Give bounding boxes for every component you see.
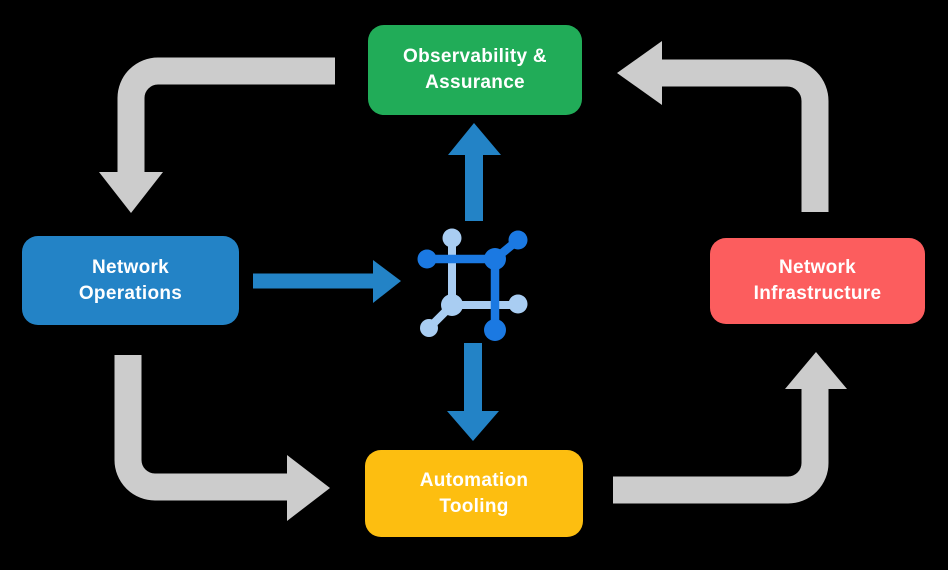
node-label-line: Observability & (403, 46, 547, 67)
icon-node-bottom (484, 319, 506, 341)
gray-arrow-bottom-left-shaft (114, 355, 289, 501)
icon-node-bottom-left-satellite (420, 319, 438, 337)
gray-arrow-shafts (114, 57, 829, 504)
node-label-line: Network (778, 257, 857, 278)
icon-light-nodes (420, 228, 528, 337)
node-label-line: Tooling (439, 495, 509, 517)
blue-arrowhead-right-to-icon (373, 260, 401, 303)
network-automation-icon (417, 228, 528, 341)
gray-arrowhead-up-to-infrastructure (785, 352, 847, 389)
icon-node-bottom-left-corner (441, 294, 463, 316)
gray-arrowhead-left-to-observability (617, 41, 662, 105)
gray-arrowhead-down-to-operations (99, 172, 163, 213)
icon-node-top-right-satellite (508, 230, 528, 250)
gray-arrow-bottom-right-shaft (613, 388, 829, 504)
node-observability-assurance: Observability & Assurance (368, 25, 582, 115)
gray-arrow-top-right-shaft (661, 59, 829, 212)
node-label-line: Network (91, 256, 170, 278)
gray-arrowhead-right-to-automation (287, 455, 330, 521)
node-automation-tooling: Automation Tooling (365, 450, 583, 537)
icon-node-top-right-corner (484, 248, 506, 270)
node-network-operations: Network Operations (22, 236, 239, 325)
blue-arrowhead-up-to-observability (448, 123, 501, 155)
node-label-line: Operations (78, 282, 183, 304)
icon-node-top (442, 228, 462, 248)
gray-arrow-top-left-shaft (117, 57, 335, 174)
node-label-line: Automation (419, 469, 529, 491)
node-network-infrastructure: Network Infrastructure (710, 238, 925, 324)
icon-node-left (417, 249, 437, 269)
icon-blue-nodes (417, 230, 528, 341)
icon-node-right (508, 294, 528, 314)
node-label-line: Assurance (425, 72, 525, 93)
node-label-line: Infrastructure (753, 283, 882, 304)
blue-arrow-shafts (253, 153, 483, 413)
blue-arrow-heads (373, 123, 501, 441)
gray-arrow-heads (99, 41, 847, 521)
blue-arrowhead-down-to-automation (447, 411, 499, 441)
